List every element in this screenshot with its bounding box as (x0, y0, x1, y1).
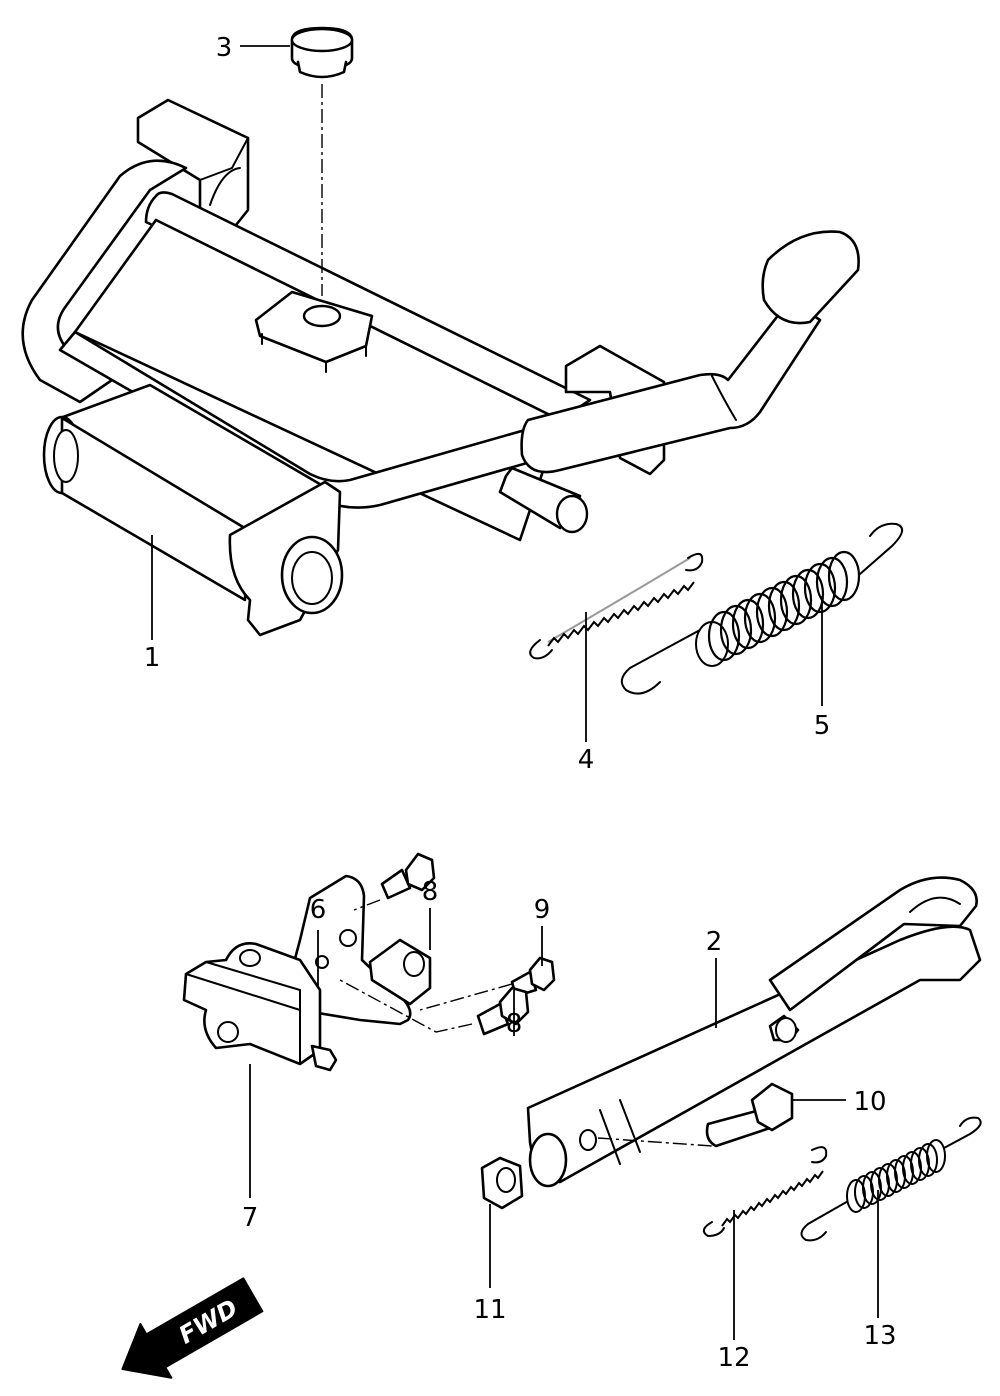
callout-10: 10 (853, 1087, 886, 1117)
callout-8-upper: 8 (422, 877, 439, 907)
pivot-nut (480, 1156, 524, 1210)
callout-8-lower: 8 (506, 1009, 523, 1039)
callout-7: 7 (242, 1203, 259, 1233)
pivot-bolt (705, 1082, 794, 1148)
spring-large-upper (620, 522, 903, 695)
callout-5: 5 (814, 711, 831, 741)
callout-1: 1 (144, 643, 161, 673)
callout-12: 12 (717, 1343, 750, 1373)
callout-3: 3 (216, 33, 233, 63)
side-stand-switch (182, 942, 338, 1072)
fwd-arrow-icon (121, 1277, 264, 1379)
callout-13: 13 (863, 1321, 896, 1351)
callout-4: 4 (578, 745, 595, 775)
spring-large-lower (800, 1116, 982, 1242)
assembly-lines-bracket (339, 899, 513, 1033)
assembly-line-10 (597, 1137, 713, 1147)
leader-lines (151, 45, 879, 1340)
callout-9: 9 (534, 895, 551, 925)
bolt-8-upper (380, 852, 436, 900)
spring-small-lower (702, 1146, 828, 1238)
callout-2: 2 (706, 927, 723, 957)
side-stand (526, 876, 982, 1188)
rubber-plug (290, 26, 354, 79)
callout-6: 6 (310, 895, 327, 925)
callout-11: 11 (473, 1295, 506, 1325)
main-stand (21, 98, 860, 637)
callout-labels: 3 1 4 5 6 8 9 8 2 10 7 11 12 13 (144, 33, 897, 1373)
spring-small-upper (529, 552, 704, 660)
